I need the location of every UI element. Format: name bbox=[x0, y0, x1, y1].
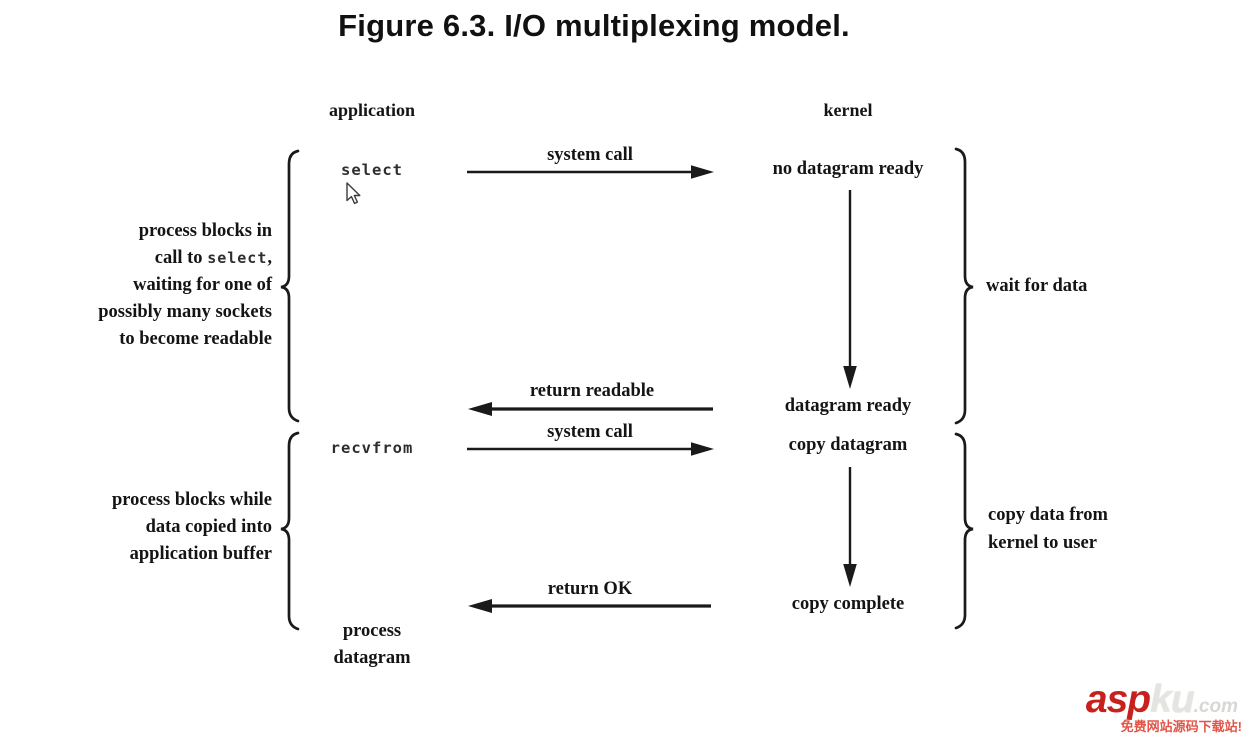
select-blocking-annotation: process blocks in call to select, waitin… bbox=[40, 218, 272, 353]
system-call-arrow-bottom bbox=[467, 442, 714, 456]
wait-for-data-label: wait for data bbox=[986, 276, 1088, 296]
column-header-kernel: kernel bbox=[823, 100, 873, 120]
column-header-application: application bbox=[328, 100, 416, 120]
annotation-line: call to select, bbox=[40, 245, 272, 272]
left-brace-top bbox=[280, 149, 300, 423]
figure-title: Figure 6.3. I/O multiplexing model. bbox=[338, 8, 850, 43]
annotation-line: data copied into bbox=[145, 517, 272, 537]
process-datagram-label: process datagram bbox=[272, 618, 472, 672]
watermark-tagline: 免费网站源码下载站! bbox=[1120, 719, 1242, 734]
process-datagram-line2: datagram bbox=[333, 648, 411, 668]
system-call-top-label: system call bbox=[547, 145, 633, 165]
system-call-arrow-top bbox=[467, 165, 714, 179]
annotation-line: possibly many sockets bbox=[98, 302, 272, 322]
watermark-ku-text: ku bbox=[1150, 678, 1195, 721]
datagram-ready-label: datagram ready bbox=[784, 396, 912, 416]
copy-complete-label: copy complete bbox=[791, 594, 905, 614]
annotation-line: process blocks while bbox=[111, 490, 272, 510]
aspku-watermark: aspku.com 免费网站源码下载站! bbox=[1059, 678, 1244, 740]
no-datagram-ready-label: no datagram ready bbox=[772, 159, 924, 179]
return-readable-label: return readable bbox=[529, 381, 655, 401]
watermark-asp-text: asp bbox=[1085, 678, 1151, 721]
return-ok-arrow bbox=[468, 599, 711, 613]
aspku-logo: aspku.com bbox=[1086, 678, 1238, 722]
annotation-line: application buffer bbox=[129, 544, 272, 564]
copy-data-annotation: copy data from kernel to user bbox=[988, 502, 1108, 557]
copy-datagram-label: copy datagram bbox=[788, 435, 908, 455]
annotation-line: copy data from bbox=[988, 505, 1108, 525]
recvfrom-call-label: recvfrom bbox=[330, 439, 414, 457]
right-brace-top bbox=[954, 147, 974, 425]
return-readable-arrow bbox=[468, 402, 713, 416]
copy-data-arrow bbox=[843, 467, 857, 587]
right-brace-bottom bbox=[954, 432, 974, 630]
wait-for-data-arrow bbox=[843, 190, 857, 389]
annotation-code: select bbox=[207, 249, 268, 267]
select-call-label: select bbox=[341, 161, 403, 179]
annotation-line: process blocks in bbox=[138, 221, 272, 241]
annotation-text: , bbox=[267, 248, 272, 268]
recvfrom-blocking-annotation: process blocks while data copied into ap… bbox=[40, 487, 272, 568]
annotation-line: kernel to user bbox=[988, 532, 1097, 553]
annotation-line: waiting for one of bbox=[133, 275, 272, 295]
annotation-text: call to bbox=[154, 248, 208, 268]
process-datagram-line1: process bbox=[342, 621, 402, 641]
watermark-dotcom-text: .com bbox=[1193, 696, 1238, 717]
annotation-line: to become readable bbox=[119, 329, 272, 349]
return-ok-label: return OK bbox=[547, 579, 633, 599]
system-call-bottom-label: system call bbox=[547, 422, 633, 442]
left-brace-bottom bbox=[280, 431, 300, 631]
mouse-cursor-icon bbox=[346, 182, 361, 205]
